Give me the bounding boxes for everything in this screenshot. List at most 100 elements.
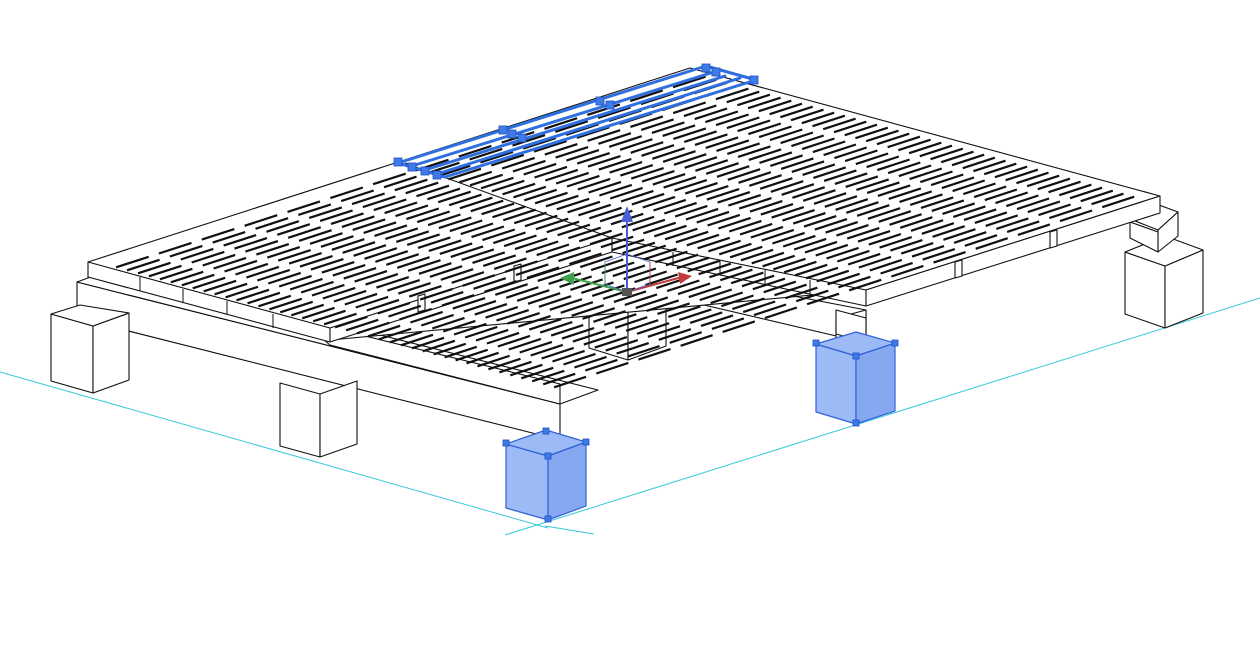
plank-slot <box>566 174 600 188</box>
plank-slot <box>455 348 489 362</box>
plank-slot <box>410 310 444 324</box>
plank-slot <box>985 214 1019 227</box>
plank-slot <box>780 157 814 170</box>
plank-slot <box>855 126 889 140</box>
y-axis-arrow-icon[interactable] <box>560 272 574 285</box>
footing-front-left[interactable] <box>502 427 590 523</box>
plank-slot <box>555 146 589 159</box>
plank-slot <box>614 316 648 329</box>
footing-front-right[interactable] <box>812 331 899 427</box>
plank-slot <box>539 321 573 334</box>
plank-slot <box>568 252 602 266</box>
plank-slot <box>699 288 733 302</box>
plank-slot <box>444 345 478 359</box>
plank-slot <box>256 268 291 282</box>
plank-slot <box>158 241 192 255</box>
deck-planks[interactable] <box>393 63 759 180</box>
plank-slot <box>289 277 323 291</box>
plank-slot <box>696 210 730 224</box>
plank-slot <box>748 122 782 136</box>
plank-slot <box>823 169 857 182</box>
plank-slot <box>898 164 932 178</box>
plank-slot <box>601 261 635 275</box>
plank-slot <box>450 245 484 258</box>
plank-slot <box>384 201 418 215</box>
plank-slot <box>897 138 931 152</box>
plank-slot <box>726 90 760 104</box>
plank-slot <box>541 346 575 360</box>
plank-slot <box>549 298 583 311</box>
plank-slot <box>463 300 497 313</box>
ucs-gizmo[interactable] <box>560 206 692 296</box>
plank-slot <box>571 304 605 317</box>
plank-slot <box>587 129 621 142</box>
plank-slot <box>705 162 739 175</box>
plank-slot <box>267 271 302 285</box>
footing-front-right-grips[interactable] <box>812 339 899 427</box>
plank-slot <box>333 289 367 303</box>
plank-slot <box>651 147 686 160</box>
footing-rear-left[interactable] <box>50 304 130 394</box>
plank-slot <box>672 75 706 89</box>
plank-slot <box>706 188 740 201</box>
plank-slot <box>458 170 493 184</box>
plank-slot <box>375 250 409 263</box>
plank-slot <box>855 152 889 166</box>
plank-slot <box>865 129 899 143</box>
plank-slot <box>858 255 892 269</box>
plank-slot <box>801 111 835 125</box>
plank-slot <box>673 127 707 140</box>
plank-slot <box>373 198 407 212</box>
plank-slot <box>762 254 796 268</box>
plank-slot <box>629 89 664 103</box>
plank-slot <box>526 266 560 279</box>
ucs-origin-icon[interactable] <box>622 288 632 296</box>
plank-slot <box>236 288 270 302</box>
plank-slot <box>726 142 760 155</box>
plank-slot <box>508 337 542 351</box>
plank-slot <box>387 279 421 292</box>
plank-slot <box>309 232 343 245</box>
plank-slot <box>983 162 1017 176</box>
plank-slot <box>258 294 292 308</box>
plank-slot <box>731 297 765 311</box>
plank-slot <box>890 239 923 252</box>
plank-slot <box>570 278 603 291</box>
plank-slot <box>844 123 878 137</box>
plank-slot <box>477 354 510 368</box>
footing-rear-right[interactable] <box>1124 235 1204 329</box>
plank-slot <box>496 309 530 322</box>
z-axis-arrow-icon[interactable] <box>621 206 633 222</box>
plank-slot <box>203 279 237 293</box>
plank-slot <box>561 327 595 340</box>
plank-grip-points[interactable] <box>393 63 759 180</box>
plank-slot <box>433 342 467 356</box>
plank-slot <box>663 176 697 189</box>
plank-slot <box>538 295 572 308</box>
x-axis-arrow-icon[interactable] <box>678 272 692 284</box>
plank-slot <box>473 277 507 290</box>
plank-slot <box>364 247 398 260</box>
plank-slot <box>464 325 498 339</box>
plank-slot <box>388 304 422 318</box>
plank-slot <box>406 233 440 246</box>
plank-slot <box>499 360 532 374</box>
plank-slot <box>343 267 377 280</box>
plank-slot <box>738 197 772 210</box>
plank-slot <box>528 318 562 331</box>
plank-slot <box>255 217 289 230</box>
plank-slot <box>888 187 922 200</box>
plank-slot <box>559 275 593 288</box>
deck-slab[interactable] <box>87 67 1161 343</box>
footing-front-left-grips[interactable] <box>502 427 590 523</box>
plank-slot <box>385 253 420 266</box>
plank-slot <box>722 320 756 333</box>
plank-slot <box>921 222 955 235</box>
footing-mid-left[interactable] <box>279 380 358 458</box>
plank-slot <box>952 179 986 193</box>
plank-slot <box>461 248 495 261</box>
plank-slot <box>400 333 434 347</box>
plank-slot <box>420 313 454 327</box>
